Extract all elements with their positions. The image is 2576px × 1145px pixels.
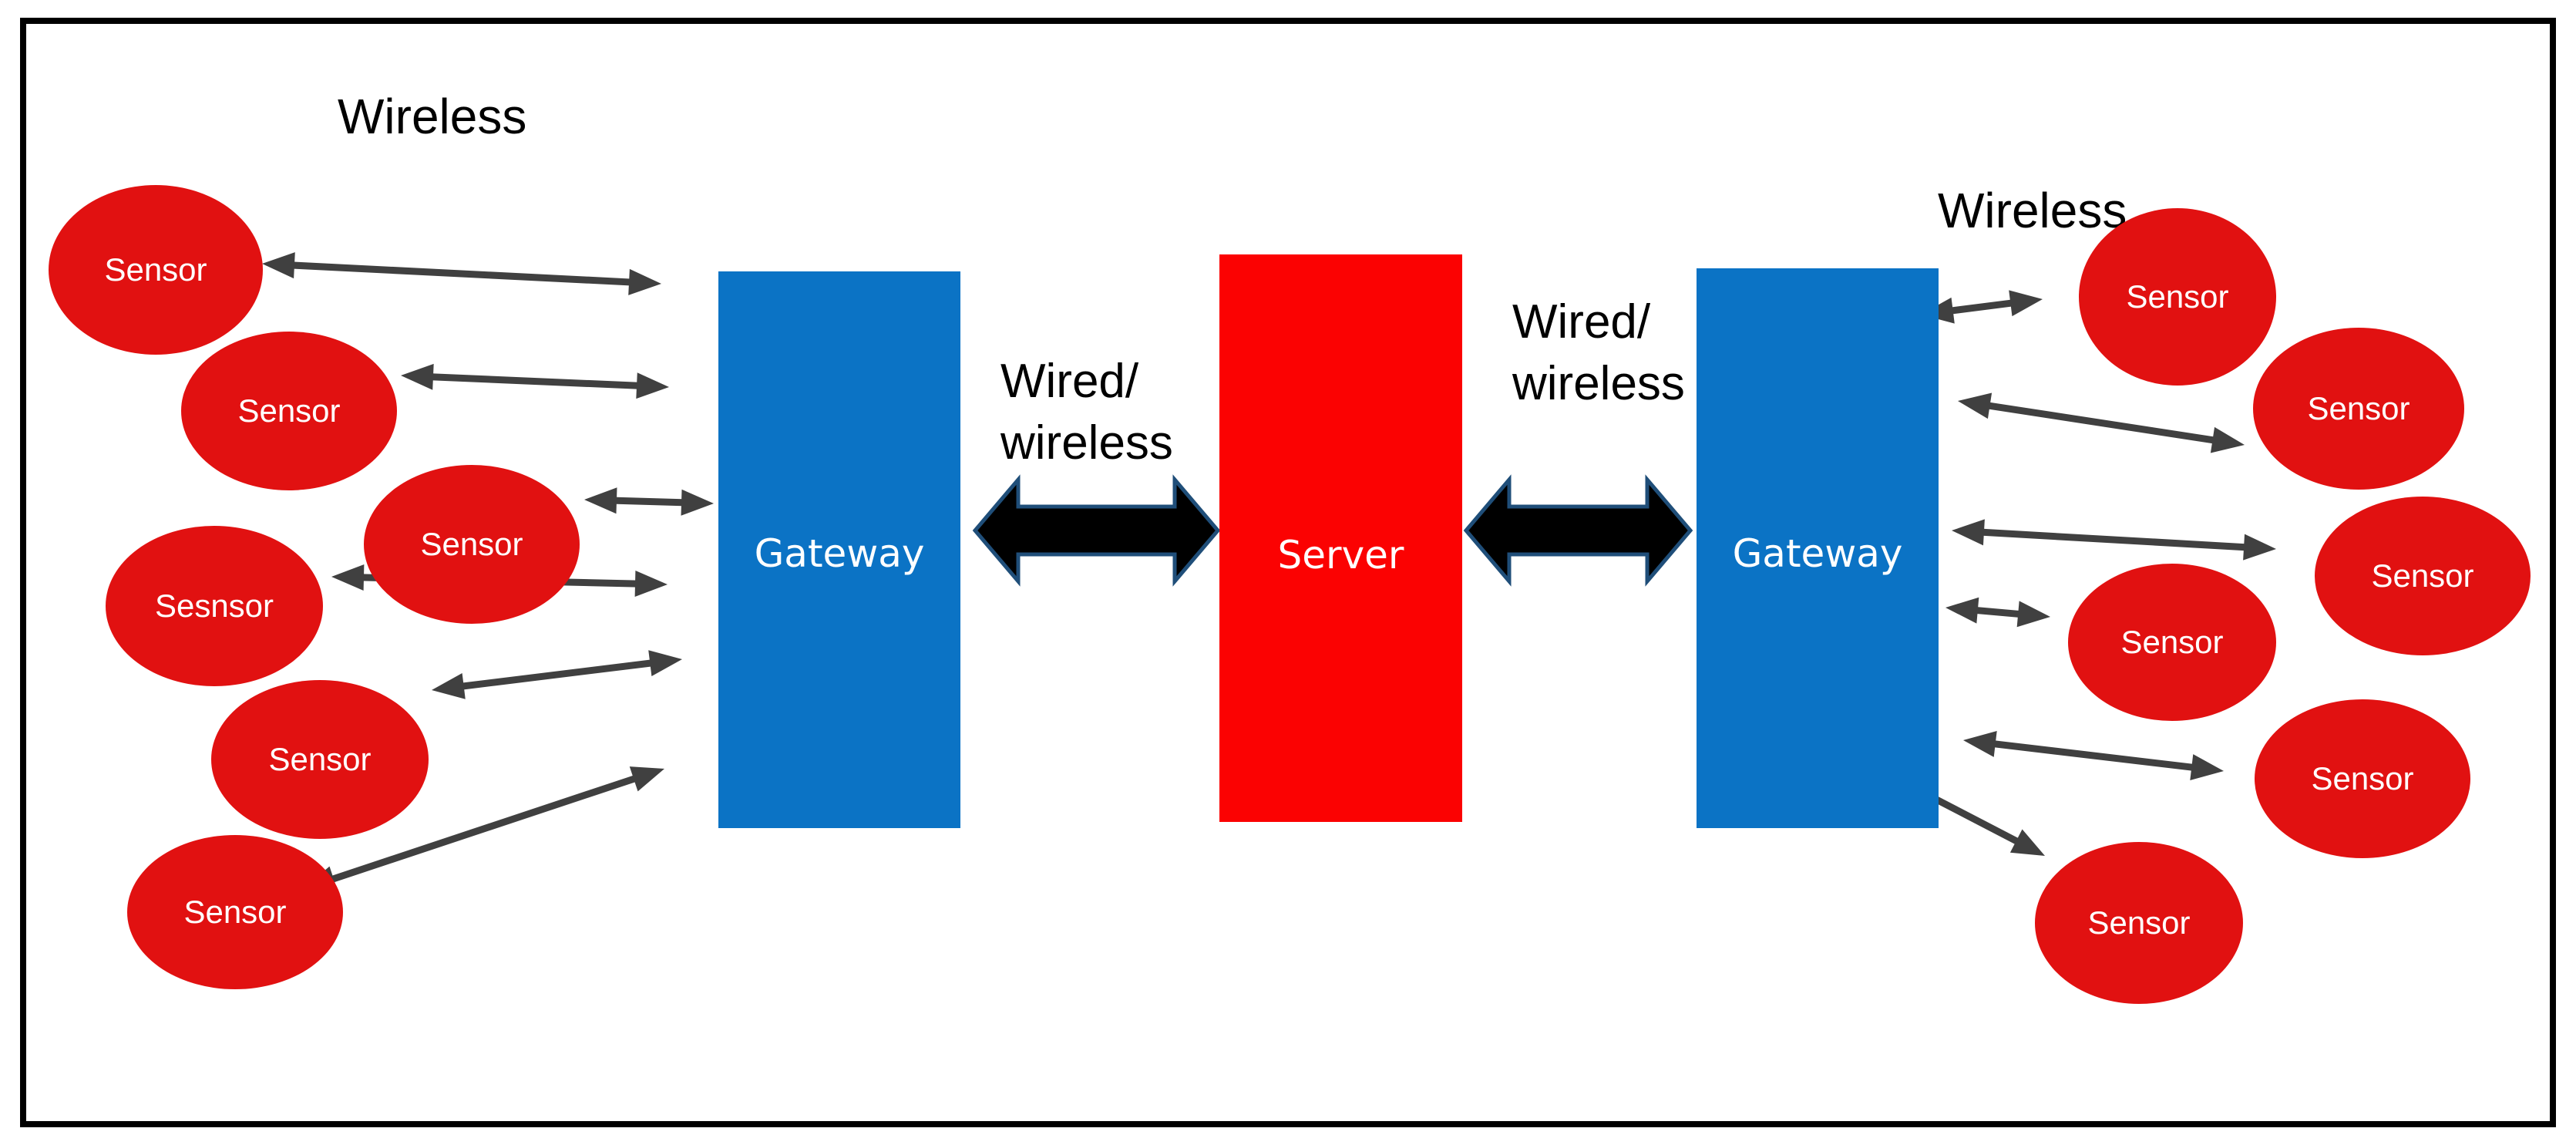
wired-wireless-left-line2: wireless <box>1000 416 1173 470</box>
wireless-link-arrowhead-icon <box>262 252 295 279</box>
wired-wireless-label-left: Wired/ wireless <box>1000 351 1173 474</box>
sensor-label: Sensor <box>237 392 341 429</box>
diagram-frame <box>20 18 2556 1127</box>
sensor-label: Sensor <box>2087 904 2191 941</box>
sensor-label: Sensor <box>183 894 287 930</box>
wireless-link-arrowhead-icon <box>2210 426 2245 453</box>
wireless-link-line <box>456 658 657 691</box>
sensor-node: Sensor <box>2079 208 2276 386</box>
wireless-link-line <box>288 261 636 286</box>
wireless-link-arrowhead-icon <box>628 268 661 295</box>
sensor-label: Sesnsor <box>154 588 274 624</box>
wireless-link-arrowhead-icon <box>636 372 669 399</box>
wireless-link-arrowhead-icon <box>1958 392 1993 419</box>
gateway-left-box: Gateway <box>718 271 960 828</box>
wireless-title-right: Wireless <box>1938 183 2127 238</box>
wireless-link-line <box>1982 401 2220 445</box>
wireless-link-arrowhead-icon <box>432 672 466 699</box>
wireless-link-line <box>426 372 644 390</box>
sensor-label: Sensor <box>268 741 372 777</box>
wireless-link-line <box>1977 528 2251 551</box>
wireless-link-arrowhead-icon <box>1952 519 1985 546</box>
sensor-label: Sensor <box>2126 278 2229 315</box>
wireless-link-arrowhead-icon <box>2009 290 2043 317</box>
sensor-node: Sensor <box>2035 842 2243 1004</box>
sensor-label: Sensor <box>2120 624 2224 660</box>
wireless-link-line <box>1925 791 2024 847</box>
wired-wireless-right-line2: wireless <box>1512 357 1685 410</box>
sensor-label: Sensor <box>420 526 523 562</box>
sensor-label: Sensor <box>2371 557 2474 594</box>
sensor-node: Sensor <box>2315 497 2531 655</box>
sensor-node: Sensor <box>2253 328 2464 490</box>
wireless-link-line <box>1971 606 2025 618</box>
wireless-link-arrowhead-icon <box>1963 731 1997 757</box>
sensor-node: Sensor <box>2255 699 2470 858</box>
sensor-label: Sensor <box>104 251 207 288</box>
sensor-node: Sensor <box>211 680 429 839</box>
sensor-node: Sensor <box>127 835 343 989</box>
wired-wireless-left-line1: Wired/ <box>1000 355 1139 408</box>
wireless-link-arrowhead-icon <box>634 571 668 598</box>
wireless-title-left: Wireless <box>338 89 527 144</box>
sensor-node: Sensor <box>2068 564 2276 721</box>
backbone-double-arrow-icon <box>972 474 1221 587</box>
gateway-right-box: Gateway <box>1697 268 1939 828</box>
gateway-right-label: Gateway <box>1732 531 1903 576</box>
wireless-link-arrowhead-icon <box>2243 534 2276 561</box>
server-box: Server <box>1219 254 1462 822</box>
wireless-link-arrowhead-icon <box>629 766 664 792</box>
wireless-link-arrowhead-icon <box>1945 597 1979 624</box>
sensor-node: Sensor <box>181 332 397 490</box>
wired-wireless-right-line1: Wired/ <box>1512 295 1651 349</box>
wireless-link-arrowhead-icon <box>2009 829 2045 856</box>
sensor-node: Sensor <box>49 185 263 355</box>
backbone-double-arrow-icon <box>1463 474 1693 587</box>
wireless-link-line <box>326 773 641 884</box>
sensor-label: Sensor <box>2307 390 2410 426</box>
wireless-link-arrowhead-icon <box>401 363 434 390</box>
sensor-node: Sensor <box>364 465 580 624</box>
sensor-label: Sensor <box>2311 760 2414 796</box>
wired-wireless-label-right: Wired/ wireless <box>1512 291 1685 415</box>
wireless-link-arrowhead-icon <box>2190 754 2224 780</box>
sensor-node: Sesnsor <box>106 526 323 686</box>
server-label: Server <box>1277 533 1404 578</box>
wireless-link-arrowhead-icon <box>648 650 682 677</box>
wireless-link-line <box>1945 298 2018 315</box>
wireless-link-arrowhead-icon <box>2016 601 2050 628</box>
wireless-link-arrowhead-icon <box>331 564 365 591</box>
gateway-left-label: Gateway <box>754 531 925 576</box>
wireless-link-line <box>610 497 688 507</box>
wireless-link-line <box>1988 739 2199 772</box>
wireless-link-arrowhead-icon <box>681 489 714 516</box>
wireless-link-arrowhead-icon <box>584 487 617 514</box>
